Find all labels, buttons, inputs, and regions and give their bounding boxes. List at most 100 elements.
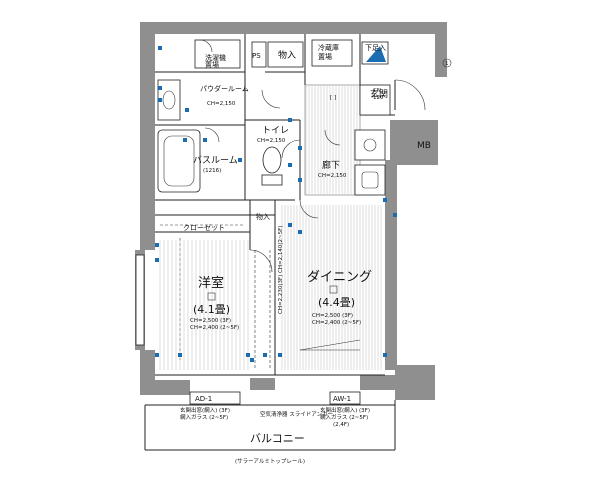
north-wall bbox=[140, 22, 440, 34]
outlet-markers bbox=[155, 46, 397, 362]
stove bbox=[354, 129, 386, 161]
code-small-2: 120 bbox=[373, 95, 384, 101]
ps-label: PS bbox=[252, 52, 261, 60]
outlet-icon bbox=[288, 118, 292, 122]
western-room-ch1: CH=2,500 (3F) bbox=[190, 318, 231, 324]
shoe-storage-label: 下足入 bbox=[365, 44, 386, 52]
burner bbox=[363, 138, 377, 152]
washer-label-1: 洗濯機 bbox=[205, 53, 226, 62]
balcony-note-3: 空気清浄器 スライドアンカー bbox=[260, 410, 333, 418]
balcony-note-4: 玄関出窓(網入) (3F) bbox=[320, 406, 370, 414]
fridge-label-1: 冷蔵庫 bbox=[318, 43, 339, 52]
south-wall-right bbox=[360, 375, 395, 390]
ad1-window bbox=[189, 391, 241, 405]
ps-shaft bbox=[251, 41, 267, 68]
outlet-icon bbox=[178, 353, 182, 357]
ad1-label: AD-1 bbox=[195, 395, 212, 403]
light-icon bbox=[329, 285, 338, 294]
toilet-label: トイレ bbox=[262, 126, 289, 136]
dining-door-swing[interactable] bbox=[299, 199, 319, 219]
washer-label-2: 置場 bbox=[205, 60, 219, 69]
entrance-area bbox=[359, 84, 391, 116]
closet-label: クローゼット bbox=[183, 223, 225, 232]
outlet-icon bbox=[158, 98, 162, 102]
fridge-label-2: 置場 bbox=[318, 52, 332, 61]
outlet-icon bbox=[278, 353, 282, 357]
outlet-icon bbox=[383, 198, 387, 202]
mb-label: MB bbox=[417, 141, 431, 151]
outlet-icon bbox=[263, 353, 267, 357]
powder-room-ch: CH=2,150 bbox=[207, 101, 236, 107]
east-wall-bottom bbox=[395, 365, 435, 400]
outlet-icon bbox=[155, 258, 159, 262]
bathroom-label: バスルーム bbox=[193, 155, 238, 166]
door-swing bbox=[199, 39, 213, 53]
ceiling-small-label: CH=2,230(3F) CH=2,140(2~5F) bbox=[278, 226, 284, 314]
west-wall-upper bbox=[140, 22, 155, 250]
hallway-flooring bbox=[304, 84, 361, 196]
outlet-icon bbox=[158, 86, 162, 90]
bathroom-size: (1216) bbox=[203, 168, 221, 174]
room-door-swing[interactable] bbox=[249, 249, 273, 273]
toilet-tank bbox=[261, 174, 283, 186]
mb-block bbox=[390, 120, 438, 165]
toilet-ch: CH=2,150 bbox=[257, 138, 286, 144]
balcony-label: バルコニー bbox=[250, 432, 305, 445]
basin bbox=[162, 90, 176, 110]
entrance-door-swing[interactable] bbox=[394, 79, 426, 111]
west-window bbox=[135, 254, 145, 346]
balcony-note-1: 玄関出窓(網入) (3F) bbox=[180, 406, 230, 414]
dining-label: ダイニング bbox=[307, 270, 372, 285]
fridge-space bbox=[311, 39, 353, 67]
aw1-window bbox=[329, 391, 361, 405]
sink-basin bbox=[361, 171, 379, 189]
vent-line bbox=[299, 339, 361, 351]
outlet-icon bbox=[155, 353, 159, 357]
bathtub bbox=[157, 129, 201, 193]
outlet-icon bbox=[393, 213, 397, 217]
washer-space bbox=[194, 39, 241, 69]
balcony-note-5: 網入ガラス (2~5F) bbox=[320, 413, 368, 421]
outlet-icon bbox=[250, 358, 254, 362]
south-wall-mid bbox=[250, 378, 275, 390]
storage-top bbox=[267, 41, 304, 68]
balcony-note-2: 網入ガラス (2~5F) bbox=[180, 413, 228, 421]
toilet-door-swing[interactable] bbox=[281, 139, 301, 159]
hallway-ch: CH=2,150 bbox=[318, 173, 347, 179]
outlet-icon bbox=[246, 353, 250, 357]
bath-door-swing[interactable] bbox=[204, 127, 220, 143]
code-small-1: CN bbox=[373, 88, 381, 94]
dining-size: (4.4畳) bbox=[318, 296, 355, 309]
outlet-icon bbox=[155, 243, 159, 247]
storage-mid-label: 物入 bbox=[256, 212, 270, 221]
outlet-icon bbox=[288, 163, 292, 167]
outlet-icon bbox=[383, 353, 387, 357]
dining-ch2: CH=2,400 (2~5F) bbox=[312, 320, 361, 326]
powder-room-label: パウダールーム bbox=[200, 84, 249, 93]
door-swing[interactable] bbox=[261, 89, 281, 109]
sink bbox=[354, 164, 386, 196]
east-wall bbox=[385, 160, 397, 370]
door-swing[interactable] bbox=[324, 129, 341, 146]
dining-ch1: CH=2,500 (3F) bbox=[312, 313, 353, 319]
outlet-icon bbox=[298, 146, 302, 150]
entrance-label: 玄関 bbox=[370, 88, 388, 100]
storage-top-label: 物入 bbox=[278, 49, 296, 61]
outlet-icon bbox=[158, 46, 162, 50]
grid-marker bbox=[442, 58, 452, 68]
south-wall-left bbox=[140, 380, 190, 395]
east-wall-top bbox=[435, 22, 447, 77]
western-room-ch2: CH=2,400 (2~5F) bbox=[190, 325, 239, 331]
grid-marker-label: 1 bbox=[445, 61, 449, 67]
rail-label: (サラーアルミトップレール) bbox=[235, 458, 305, 465]
hallway-label: 廊下 bbox=[322, 159, 340, 171]
outlet-icon bbox=[298, 178, 302, 182]
bathtub-inner bbox=[163, 135, 195, 187]
western-flooring bbox=[159, 240, 249, 370]
western-room-label: 洋室 bbox=[198, 275, 224, 291]
shoe-storage-icon bbox=[366, 46, 386, 62]
outlet-icon bbox=[203, 138, 207, 142]
light-icon bbox=[207, 292, 216, 301]
outlet-icon bbox=[185, 108, 189, 112]
